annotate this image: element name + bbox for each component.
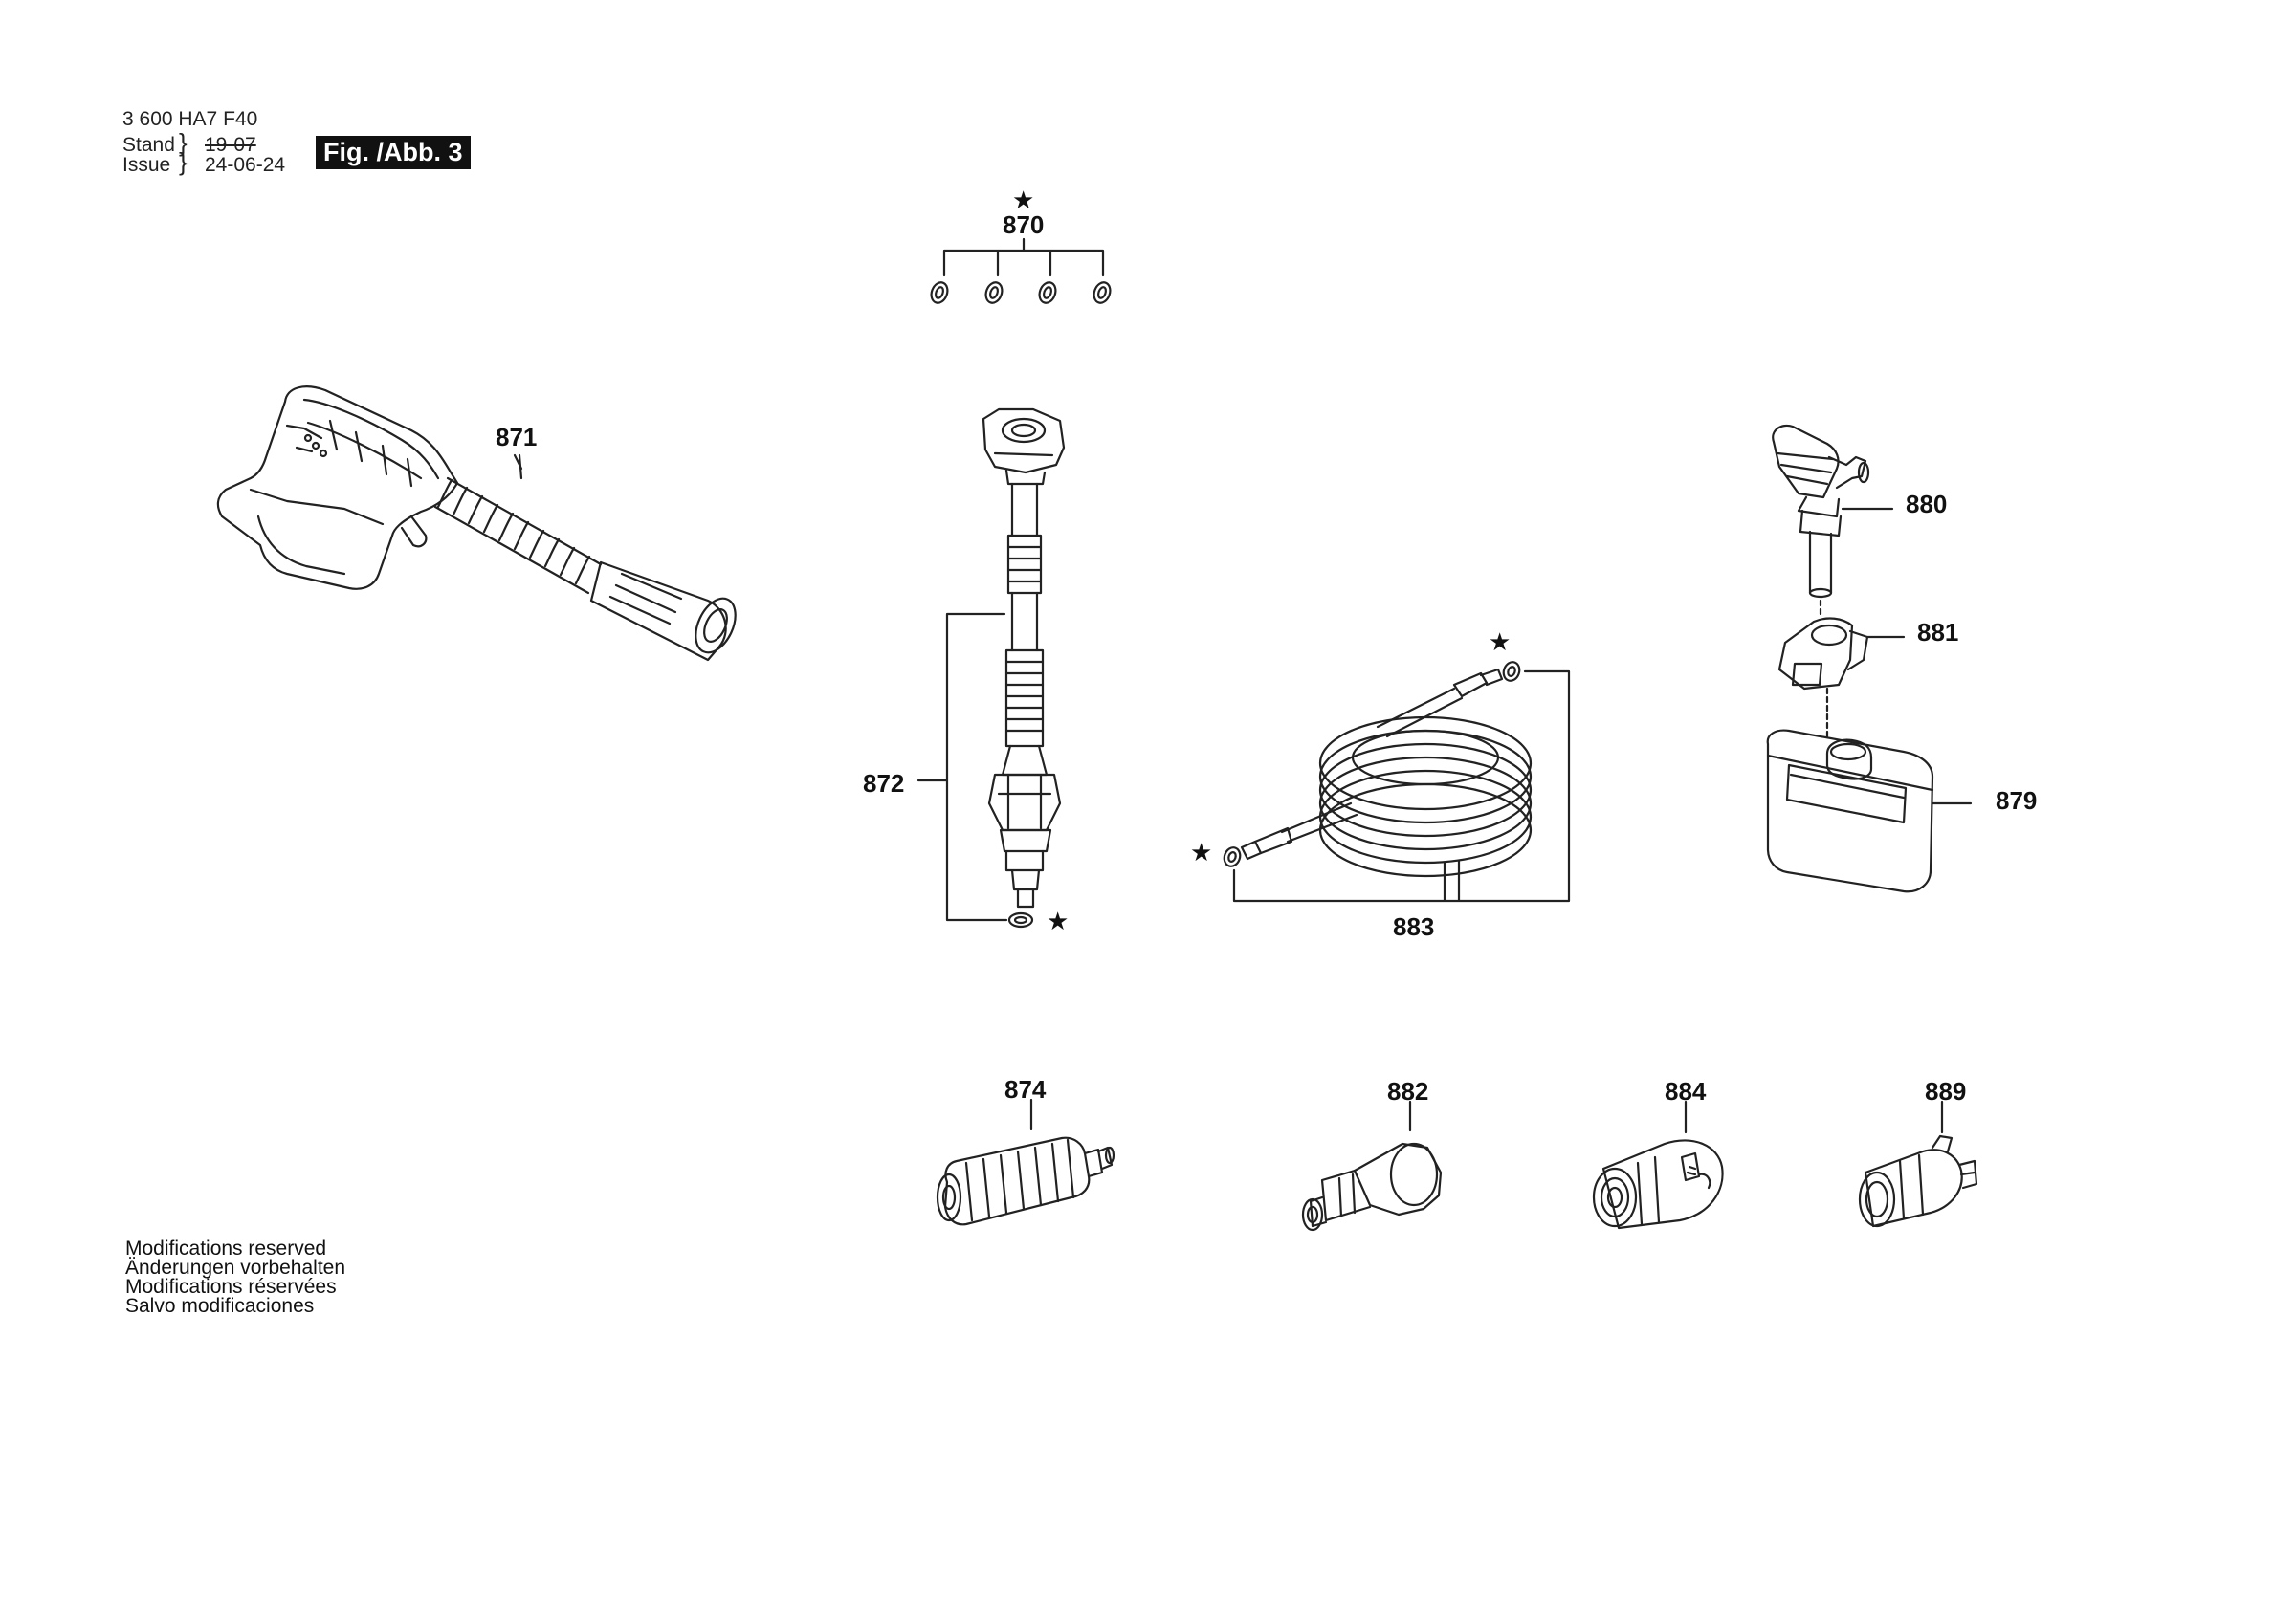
footer-line: Salvo modificaciones: [125, 1295, 315, 1317]
stand-value: 19-07: [205, 134, 256, 156]
leader-lines: [518, 453, 1944, 1134]
footer-line: Änderungen vorbehalten: [125, 1257, 346, 1279]
star-marker: ★: [1012, 186, 1035, 214]
brace-icon: }: [179, 147, 188, 176]
document-code: 3 600 HA7 F40: [122, 108, 258, 130]
part-number-881: 881: [1917, 618, 1959, 647]
issue-value: 24-06-24: [205, 154, 286, 176]
star-marker: ★: [1047, 907, 1070, 935]
modifications-note: Modifications reserved Änderungen vorbeh…: [125, 1239, 345, 1316]
brace-icon: }: [179, 128, 188, 157]
stand-label: Stand: [122, 134, 175, 156]
rotary-nozzle-874: [936, 1136, 1115, 1226]
star-marker: ★: [1489, 627, 1512, 656]
part-number-884: 884: [1665, 1077, 1707, 1106]
foam-nozzle-880: [1772, 424, 1894, 599]
star-marker: ★: [1190, 838, 1213, 866]
part-number-889: 889: [1925, 1077, 1967, 1106]
part-number-879: 879: [1996, 786, 2038, 815]
spray-gun-871: [216, 385, 737, 662]
adapter-889: [1858, 1134, 1978, 1228]
spray-lance-872: [916, 407, 1066, 929]
part-number-872: 872: [863, 769, 905, 798]
detergent-tank-879: [1766, 729, 1973, 893]
footer-line: Modifications reserved: [125, 1238, 327, 1260]
part-number-870: 870: [1003, 210, 1045, 239]
part-number-882: 882: [1387, 1077, 1429, 1106]
issue-label: Issue: [122, 154, 171, 176]
connector-882: [1301, 1142, 1443, 1232]
footer-line: Modifications réservées: [125, 1276, 337, 1298]
part-number-880: 880: [1906, 490, 1948, 518]
part-number-883: 883: [1393, 912, 1435, 941]
hose-883: [1223, 661, 1571, 903]
figure-label: Fig. /Abb. 3: [316, 136, 471, 169]
o-ring-set-870: [930, 237, 1112, 304]
part-number-871: 871: [496, 423, 538, 451]
quick-coupling-884: [1592, 1139, 1724, 1230]
adapter-881: [1777, 599, 1906, 738]
part-number-874: 874: [1004, 1075, 1047, 1104]
